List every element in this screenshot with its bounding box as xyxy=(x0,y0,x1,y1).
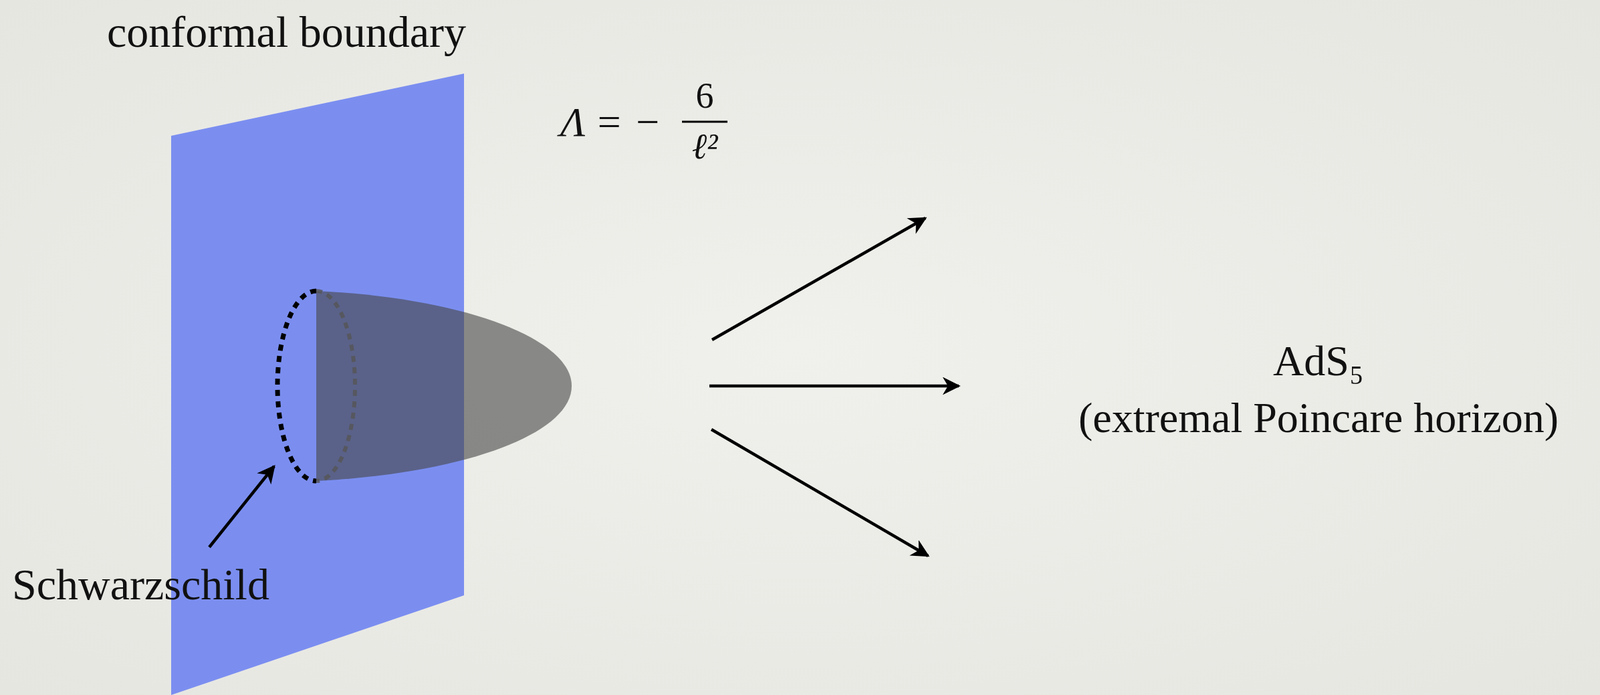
pointer-arrow xyxy=(209,466,275,547)
region-label: conformal boundary xyxy=(106,8,467,57)
fraction-bar xyxy=(681,121,728,124)
horizon-ellipse-front xyxy=(277,290,317,481)
black-hole-horizon xyxy=(316,290,572,481)
object-label: Schwarzschild xyxy=(12,560,270,610)
flow-arrow xyxy=(709,384,959,388)
result-label: AdS₅ xyxy=(1273,337,1364,385)
formula-denominator: ℓ² xyxy=(692,127,719,167)
horizon-ellipse-back xyxy=(316,290,356,481)
result-label: (extremal Poincare horizon) xyxy=(1078,394,1559,442)
flow-arrow xyxy=(711,429,929,556)
formula-numerator: 6 xyxy=(696,76,715,116)
formula-text: Λ = − xyxy=(560,98,662,145)
flow-arrow xyxy=(712,217,926,340)
